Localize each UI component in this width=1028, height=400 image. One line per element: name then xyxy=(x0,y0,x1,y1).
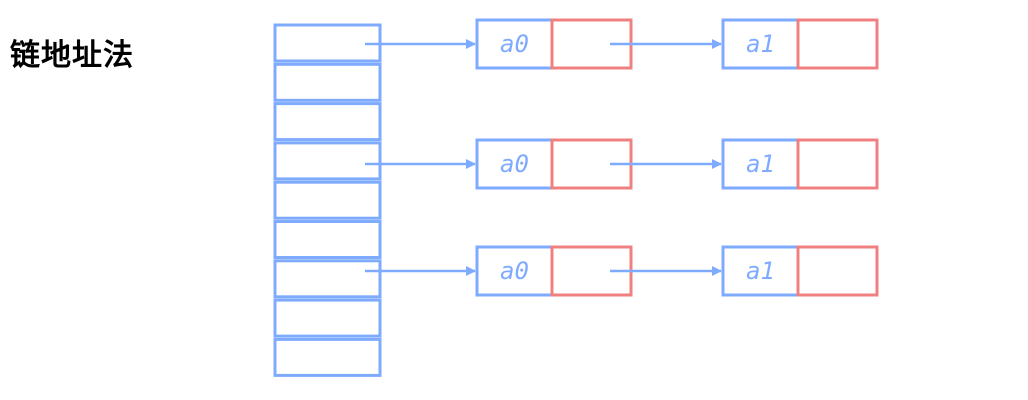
chains: a0 a1 a0 a1 a0 a1 xyxy=(365,18,879,297)
node-next-cell xyxy=(796,138,879,190)
node-label: a1 xyxy=(746,257,775,285)
bucket-8 xyxy=(273,337,382,377)
node-label: a0 xyxy=(500,257,529,285)
list-node: a0 xyxy=(475,138,633,190)
node-label: a1 xyxy=(746,30,775,58)
node-label: a1 xyxy=(746,150,775,178)
list-node: a1 xyxy=(721,245,879,297)
bucket-0 xyxy=(273,23,382,63)
bucket-array xyxy=(273,23,382,377)
list-node: a1 xyxy=(721,138,879,190)
list-node: a1 xyxy=(721,18,879,70)
diagram-title: 链地址法 xyxy=(10,38,134,73)
bucket-6 xyxy=(273,259,382,299)
bucket-4 xyxy=(273,180,382,220)
node-label: a0 xyxy=(500,30,529,58)
node-next-cell xyxy=(796,18,879,70)
bucket-1 xyxy=(273,62,382,102)
node-next-cell xyxy=(796,245,879,297)
bucket-3 xyxy=(273,141,382,181)
bucket-2 xyxy=(273,102,382,142)
bucket-5 xyxy=(273,220,382,259)
node-label: a0 xyxy=(500,150,529,178)
list-node: a0 xyxy=(475,18,633,70)
bucket-7 xyxy=(273,298,382,338)
list-node: a0 xyxy=(475,245,633,297)
